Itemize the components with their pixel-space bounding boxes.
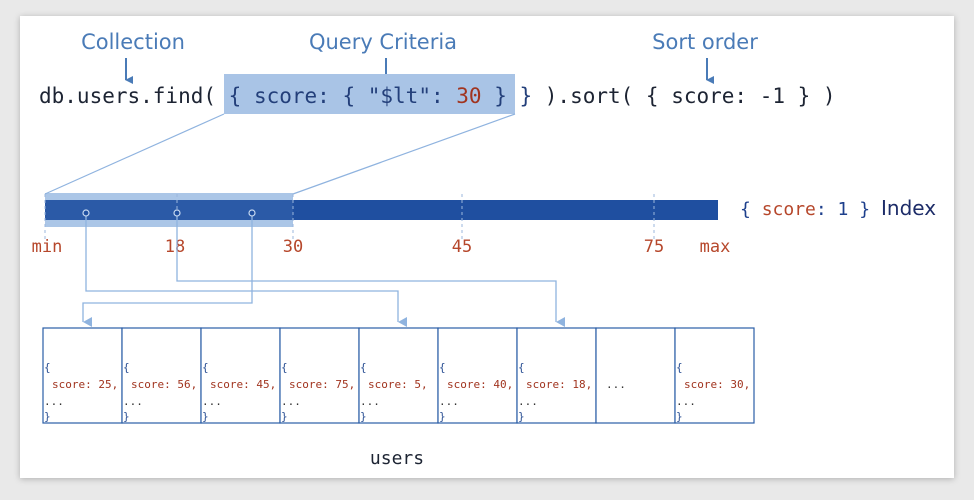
document-close-brace: }: [518, 410, 525, 423]
query-open-brace: {: [229, 84, 242, 108]
document-box: {score: 75,...}: [279, 327, 360, 424]
range-projection-right: [292, 113, 516, 195]
query-prefix: db.users.find(: [39, 84, 229, 108]
query-criteria-value: 30: [456, 84, 481, 108]
index-range-bar: [45, 200, 293, 220]
index-entry-dot-25: [248, 209, 256, 217]
document-open-brace: {: [281, 361, 288, 374]
document-field: score: 40,: [447, 378, 513, 391]
query-close-braces: } }: [482, 84, 533, 108]
document-more: ...: [360, 395, 380, 408]
document-more: ...: [606, 378, 626, 391]
document-open-brace: {: [123, 361, 130, 374]
document-field: score: 75,: [289, 378, 355, 391]
document-close-brace: }: [123, 410, 130, 423]
document-border: [42, 327, 123, 424]
index-label: Index: [881, 196, 936, 220]
document-more: ...: [123, 395, 143, 408]
range-projection-left: [44, 113, 225, 195]
connector-entry-18: [176, 213, 565, 327]
query-suffix: ).sort( { score: -1 } ): [532, 84, 835, 108]
document-border: [121, 327, 202, 424]
query-colon: :: [431, 84, 456, 108]
document-border: [595, 327, 676, 424]
query-diagram: Collection Query Criteria Sort order db.…: [32, 30, 937, 469]
query-code: db.users.find( { score: { "$lt": 30 } } …: [39, 84, 836, 108]
document-more: ...: [676, 395, 696, 408]
index-spec-key: score: [762, 199, 816, 220]
document-open-brace: {: [202, 361, 209, 374]
document-field: score: 45,: [210, 378, 276, 391]
document-box: {score: 30,...}: [674, 327, 755, 424]
document-box: {score: 18,...}: [516, 327, 597, 424]
document-close-brace: }: [281, 410, 288, 423]
collection-name: users: [370, 448, 424, 469]
document-box: {score: 45,...}: [200, 327, 281, 424]
document-more: ...: [281, 395, 301, 408]
index-spec: { score: 1 }: [740, 199, 870, 220]
index-spec-open: {: [740, 199, 762, 220]
document-open-brace: {: [44, 361, 51, 374]
tick-45: 45: [452, 237, 472, 257]
document-open-brace: {: [439, 361, 446, 374]
document-box: {score: 56,...}: [121, 327, 202, 424]
document-close-brace: }: [360, 410, 367, 423]
document-border: [516, 327, 597, 424]
document-border: [358, 327, 439, 424]
document-more: ...: [202, 395, 222, 408]
document-field: score: 18,: [526, 378, 592, 391]
document-border: [437, 327, 518, 424]
document-more: ...: [439, 395, 459, 408]
document-field: score: 5,: [368, 378, 428, 391]
document-more: ...: [44, 395, 64, 408]
document-close-brace: }: [202, 410, 209, 423]
tick-max: max: [700, 237, 731, 257]
document-border: [674, 327, 755, 424]
document-border: [279, 327, 360, 424]
tick-min: min: [32, 237, 63, 257]
tick-18: 18: [165, 237, 185, 257]
document-list: {score: 25,...}{score: 56,...}{score: 45…: [42, 327, 755, 424]
document-box: {score: 5,...}: [358, 327, 439, 424]
document-close-brace: }: [439, 410, 446, 423]
connector-entry-5: [85, 213, 407, 327]
document-more: ...: [518, 395, 538, 408]
query-criteria-key: score: {: [241, 84, 367, 108]
collection-annotation: Collection: [81, 30, 185, 54]
document-field: score: 30,: [684, 378, 750, 391]
document-field: score: 25,: [52, 378, 118, 391]
document-border: [200, 327, 281, 424]
document-close-brace: }: [676, 410, 683, 423]
query-criteria-highlight: [224, 74, 515, 114]
document-open-brace: {: [518, 361, 525, 374]
index-spec-value: : 1 }: [816, 199, 870, 220]
document-field: score: 56,: [131, 378, 197, 391]
query-criteria-operator: "$lt": [368, 84, 431, 108]
document-box: ...: [595, 327, 676, 424]
query-criteria-annotation: Query Criteria: [309, 30, 457, 54]
document-close-brace: }: [44, 410, 51, 423]
document-open-brace: {: [676, 361, 683, 374]
sort-order-annotation: Sort order: [652, 30, 758, 54]
tick-75: 75: [644, 237, 664, 257]
index-entry-dot-5: [82, 209, 90, 217]
tick-30: 30: [283, 237, 303, 257]
diagram-card: Collection Query Criteria Sort order db.…: [20, 16, 954, 478]
connector-entry-25: [82, 213, 253, 327]
index-entry-dot-18: [173, 209, 181, 217]
document-open-brace: {: [360, 361, 367, 374]
document-box: {score: 40,...}: [437, 327, 518, 424]
document-box: {score: 25,...}: [42, 327, 123, 424]
